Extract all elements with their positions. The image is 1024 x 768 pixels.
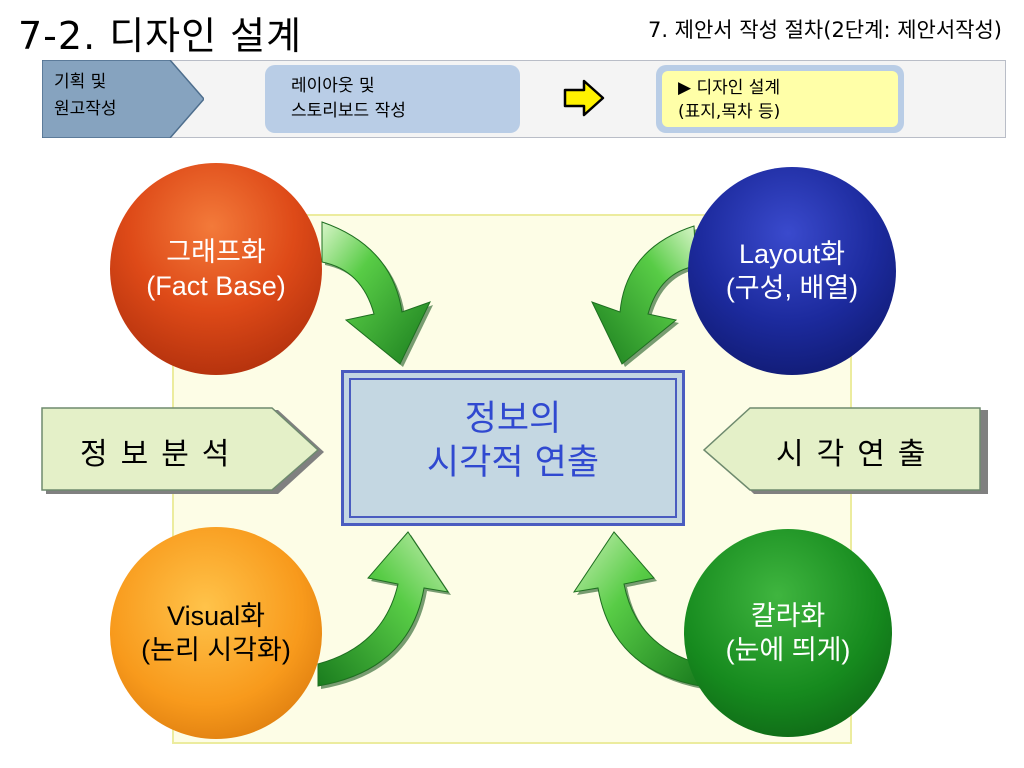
left-tag-analysis: 정보분석 — [40, 404, 330, 496]
circle-color: 칼라화 (눈에 띄게) — [684, 529, 892, 737]
center-label: 정보의 시각적 연출 — [426, 399, 600, 483]
circle-label: 그래프화 (Fact Base) — [146, 237, 286, 301]
center-box-inner-border — [349, 378, 677, 518]
circle-graph: 그래프화 (Fact Base) — [110, 163, 322, 375]
step-pentagon-shape — [42, 60, 204, 138]
arrow-bottom-left — [317, 531, 451, 689]
left-tag-label: 정보분석 — [80, 437, 243, 472]
circle-label: 칼라화 (눈에 띄게) — [725, 601, 851, 665]
process-step-design: ▶ 디자인 설계 (표지,목차 등) — [656, 65, 904, 133]
circle-visual: Visual화 (논리 시각화) — [110, 527, 322, 739]
right-tag-presentation: 시각연출 — [700, 404, 990, 496]
process-step-label: 레이아웃 및 스토리보드 작성 — [291, 76, 406, 121]
arrow-bottom-right — [572, 531, 703, 689]
circle-label: Layout화 (구성, 배열) — [725, 239, 859, 303]
circle-label: Visual화 (논리 시각화) — [141, 601, 291, 665]
left-tag-shape — [41, 407, 324, 494]
page-subtitle: 7. 제안서 작성 절차(2단계: 제안서작성) — [647, 18, 1002, 42]
center-box: 정보의 시각적 연출 — [341, 370, 685, 526]
process-step-label: ▶ 디자인 설계 (표지,목차 등) — [678, 78, 781, 122]
right-tag-label: 시각연출 — [776, 437, 939, 472]
active-step-highlight: ▶ 디자인 설계 (표지,목차 등) — [662, 71, 898, 127]
process-step-storyboard: 레이아웃 및 스토리보드 작성 — [265, 65, 520, 133]
right-tag-shape — [702, 407, 988, 494]
arrow-top-right — [591, 225, 699, 367]
circle-layout: Layout화 (구성, 배열) — [688, 167, 896, 375]
process-step-label: 기획 및 원고작성 — [54, 72, 117, 119]
page-title: 7-2. 디자인 설계 — [18, 14, 303, 58]
right-arrow-icon — [563, 79, 605, 117]
process-step-planning: 기획 및 원고작성 — [42, 60, 204, 138]
arrow-top-left — [321, 221, 433, 367]
